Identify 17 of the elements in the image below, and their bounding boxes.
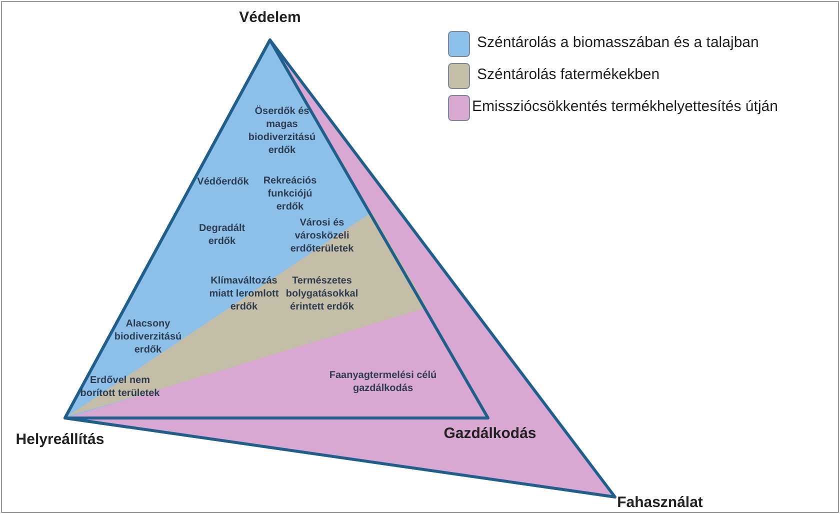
region-label: Védőerdők [196,176,250,188]
region-label: Természetes bolygatásokkal érintett erdők [284,274,360,314]
region-label: Öserdők és magas biodiverzitású erdők [247,105,317,157]
legend-label: Széntárolás fatermékekben [477,66,660,83]
region-label: Alacsony biodiverzitású erdők [113,318,183,356]
corner-label: Védelem [239,9,301,27]
region-label: Erdővel nem borított területek [80,374,160,400]
legend-label: Emissziócsökkentés termékhelyettesítés útján [472,98,778,115]
corner-label: Helyreállítás [16,431,104,449]
region-label: Degradált erdők [198,222,246,248]
corner-label: Fahasználat [617,494,703,512]
region-label: Rekreációs funkciójú erdők [262,174,318,214]
region-label: Faanyagtermelési célú gazdálkodás [328,369,438,395]
corner-label: Gazdálkodás [444,425,536,443]
region-label: Klímaváltozás miatt leromlott erdők [208,274,280,314]
region-label: Városi és városközeli erdőterületek [289,216,355,256]
legend-label: Széntárolás a biomasszában és a talajban [477,34,759,51]
